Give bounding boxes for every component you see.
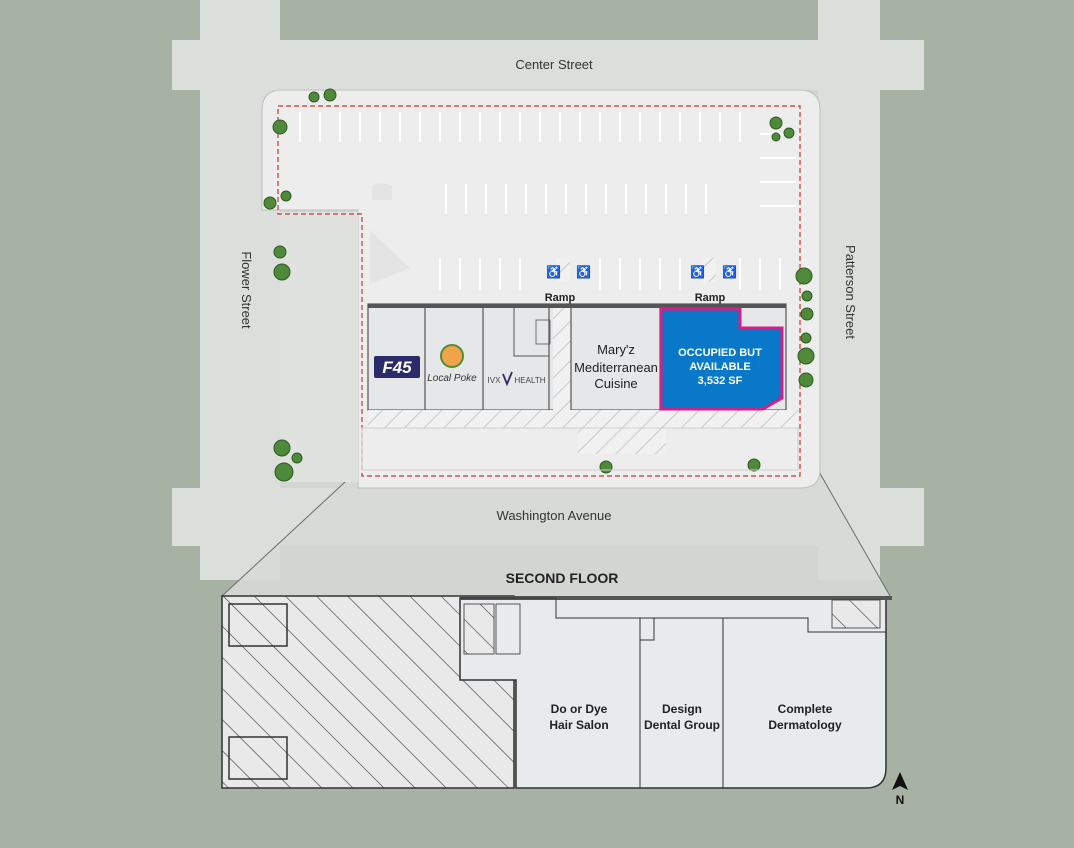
- street-label-west: Flower Street: [239, 251, 254, 329]
- tenant-local-poke: Local Poke: [427, 344, 477, 384]
- poke-bowl-icon: [440, 344, 464, 368]
- local-poke-logo-text: Local Poke: [427, 373, 477, 384]
- health-logo-text: HEALTH: [515, 376, 546, 385]
- tenant-ivx-health: IVX HEALTH: [488, 371, 546, 387]
- marys-line1: Mary'z: [597, 342, 635, 357]
- tenant-marys: Mary'z Mediterranean Cuisine: [574, 342, 658, 391]
- north-arrow-label: N: [896, 793, 905, 807]
- available-line2: AVAILABLE: [689, 361, 750, 373]
- marys-line3: Cuisine: [594, 376, 637, 391]
- tenant1-line2: Hair Salon: [549, 718, 608, 732]
- street-label-east: Patterson Street: [843, 245, 858, 339]
- second-floor-tenant-1: Do or Dye Hair Salon: [549, 702, 608, 732]
- f45-logo-text: F45: [382, 358, 412, 377]
- north-arrow-icon: N: [892, 772, 908, 807]
- second-floor-tenant-2: Design Dental Group: [644, 702, 720, 732]
- svg-text:♿: ♿: [690, 265, 705, 279]
- ramp-label-left: Ramp: [545, 292, 576, 304]
- zoom-wedge: [222, 470, 890, 596]
- svg-text:♿: ♿: [576, 265, 591, 279]
- available-space[interactable]: OCCUPIED BUT AVAILABLE 3,532 SF: [659, 307, 784, 411]
- svg-text:♿: ♿: [722, 265, 737, 279]
- tenant-f45: F45: [374, 356, 420, 378]
- marys-line2: Mediterranean: [574, 360, 658, 375]
- svg-text:♿: ♿: [546, 265, 561, 279]
- second-floor-tenant-3: Complete Dermatology: [768, 702, 842, 732]
- street-label-south: Washington Avenue: [497, 508, 612, 523]
- street-label-north: Center Street: [515, 57, 593, 72]
- ivx-check-icon: [502, 371, 513, 387]
- trees: [263, 88, 815, 482]
- tenant1-line1: Do or Dye: [551, 702, 608, 716]
- available-line3: 3,532 SF: [698, 375, 743, 387]
- ramp-label-right: Ramp: [695, 292, 726, 304]
- ivx-logo-text: IVX: [488, 376, 502, 385]
- tenant3-line1: Complete: [778, 702, 833, 716]
- second-floor-plan: [221, 595, 892, 789]
- available-line1: OCCUPIED BUT: [678, 347, 762, 359]
- tenant2-line2: Dental Group: [644, 718, 720, 732]
- second-floor-title: SECOND FLOOR: [506, 570, 619, 586]
- tenant2-line1: Design: [662, 702, 702, 716]
- tenant3-line2: Dermatology: [768, 718, 842, 732]
